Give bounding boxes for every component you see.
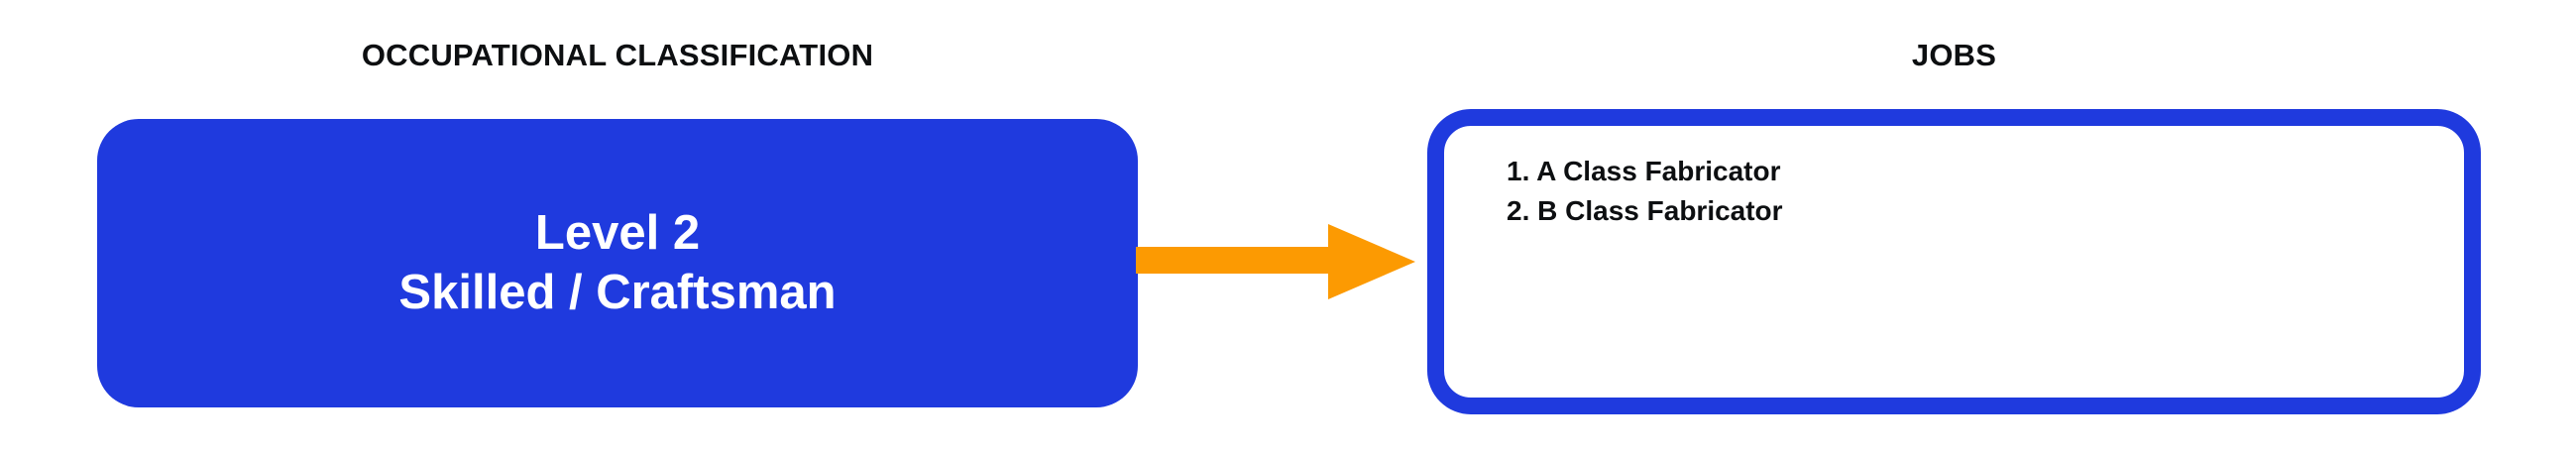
column-heading-jobs: JOBS [1911,38,1997,72]
jobs-list: 1. A Class Fabricator 2. B Class Fabrica… [1507,152,1783,231]
level-card-line-1: Level 2 [534,205,701,260]
list-item-label: B Class Fabricator [1537,194,1783,226]
jobs-card[interactable]: 1. A Class Fabricator 2. B Class Fabrica… [1427,109,2481,414]
list-item: 2. B Class Fabricator [1507,191,1783,231]
list-item: 1. A Class Fabricator [1507,152,1783,191]
occupational-level-card[interactable]: Level 2 Skilled / Craftsman [97,119,1138,407]
list-item-number: 1. [1507,156,1530,186]
level-card-line-2: Skilled / Craftsman [398,265,837,319]
column-heading-occupational-classification: OCCUPATIONAL CLASSIFICATION [361,38,874,72]
list-item-label: A Class Fabricator [1536,156,1781,186]
list-item-number: 2. [1507,194,1530,226]
arrow-right-icon [1136,220,1415,303]
